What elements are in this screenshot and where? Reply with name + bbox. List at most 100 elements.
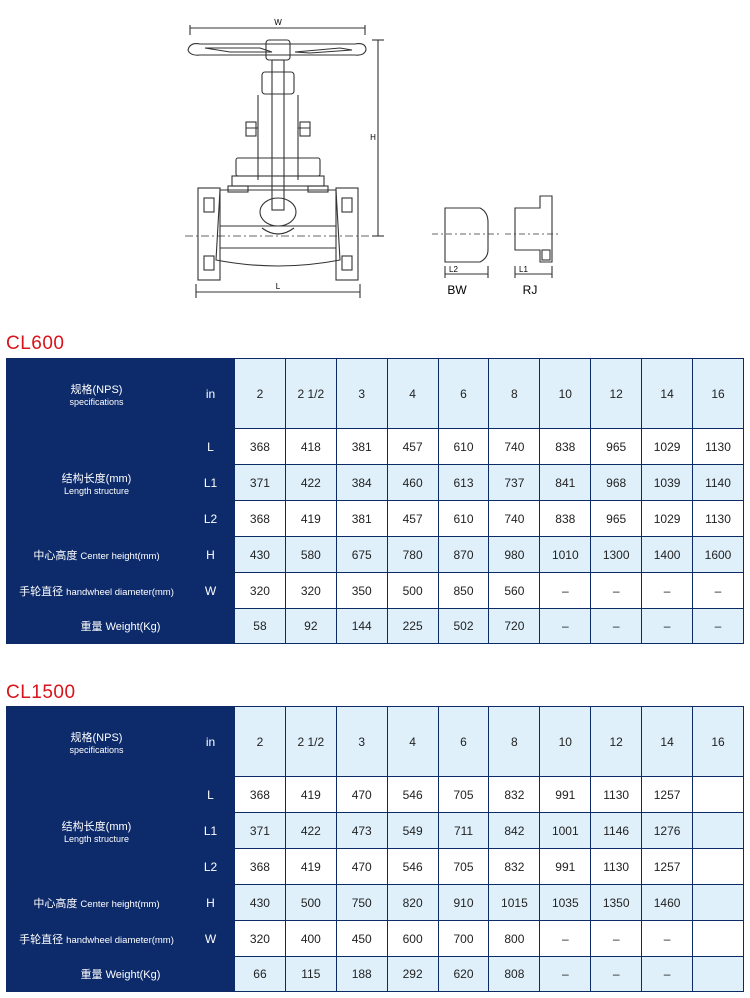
weight-header: 重量 Weight(Kg) <box>6 956 235 992</box>
value-cell: 808 <box>488 956 541 992</box>
size-cell: 4 <box>386 358 439 429</box>
value-cell: 320 <box>234 920 286 957</box>
unit-cell: L <box>186 428 235 465</box>
weight-header: 重量 Weight(Kg) <box>6 608 235 644</box>
value-cell: 750 <box>335 884 388 921</box>
valve-drawing: W H L L2 L1 BW RJ <box>0 0 750 320</box>
value-cell: 371 <box>234 812 286 849</box>
unit-cell: H <box>186 536 235 573</box>
size-cell: 3 <box>335 706 388 777</box>
value-cell: 842 <box>488 812 541 849</box>
value-cell: 841 <box>539 464 592 501</box>
height-header: 中心高度 Center height(mm) <box>6 536 187 573</box>
value-cell: 473 <box>335 812 388 849</box>
dim-l2-label: L2 <box>449 265 458 274</box>
wheel-header: 手轮直径 handwheel diameter(mm) <box>6 572 187 609</box>
value-cell: 1001 <box>539 812 592 849</box>
size-cell: 10 <box>539 706 592 777</box>
value-cell: 610 <box>437 500 490 537</box>
value-cell: 965 <box>590 500 643 537</box>
value-cell: 225 <box>386 608 439 644</box>
size-cell: 2 <box>234 358 286 429</box>
cl600-title: CL600 <box>6 333 65 354</box>
height-header-cn: 中心高度 <box>33 549 78 562</box>
value-cell: 384 <box>335 464 388 501</box>
value-cell: 502 <box>437 608 490 644</box>
value-cell: 500 <box>386 572 439 609</box>
height-header-en: Center height(mm) <box>80 550 160 562</box>
length-header: 结构长度(mm) Length structure <box>6 776 187 885</box>
value-cell: 1257 <box>641 848 694 885</box>
size-cell: 6 <box>437 358 490 429</box>
value-cell: 1140 <box>692 464 744 501</box>
length-header-en: Length structure <box>63 485 130 496</box>
value-cell: 620 <box>437 956 490 992</box>
value-cell: – <box>590 956 643 992</box>
length-header-cn: 结构长度(mm) <box>61 472 132 485</box>
unit-cell: L2 <box>186 500 235 537</box>
value-cell: 546 <box>386 776 439 813</box>
value-cell: 92 <box>284 608 337 644</box>
height-header-en: Center height(mm) <box>80 898 160 910</box>
value-cell: 381 <box>335 500 388 537</box>
spec-header-cn: 规格(NPS) <box>70 383 123 396</box>
value-cell: 1300 <box>590 536 643 573</box>
value-cell: 470 <box>335 776 388 813</box>
value-cell: 560 <box>488 572 541 609</box>
value-cell: 320 <box>284 572 337 609</box>
value-cell: 368 <box>234 428 286 465</box>
value-cell: 368 <box>234 500 286 537</box>
value-cell: 430 <box>234 536 286 573</box>
unit-cell: W <box>186 572 235 609</box>
size-cell: 16 <box>692 706 744 777</box>
size-cell: 14 <box>641 358 694 429</box>
value-cell: 705 <box>437 776 490 813</box>
value-cell: – <box>641 572 694 609</box>
value-cell: – <box>641 956 694 992</box>
value-cell: – <box>641 920 694 957</box>
value-cell: 870 <box>437 536 490 573</box>
size-cell: 10 <box>539 358 592 429</box>
value-cell: 1130 <box>692 500 744 537</box>
value-cell: 1029 <box>641 428 694 465</box>
bw-end-label: BW <box>447 283 467 297</box>
weight-header-cn: 重量 <box>80 621 103 633</box>
value-cell: 980 <box>488 536 541 573</box>
unit-cell: L1 <box>186 812 235 849</box>
value-cell: 1029 <box>641 500 694 537</box>
size-cell: 14 <box>641 706 694 777</box>
value-cell: 1146 <box>590 812 643 849</box>
value-cell: 965 <box>590 428 643 465</box>
value-cell <box>692 776 744 813</box>
value-cell: – <box>539 608 592 644</box>
value-cell: 832 <box>488 848 541 885</box>
value-cell: 115 <box>284 956 337 992</box>
value-cell: 368 <box>234 848 286 885</box>
rj-end-label: RJ <box>523 283 538 297</box>
unit-cell: L <box>186 776 235 813</box>
value-cell <box>692 956 744 992</box>
value-cell: 675 <box>335 536 388 573</box>
value-cell: 460 <box>386 464 439 501</box>
dim-l1-label: L1 <box>519 265 528 274</box>
size-cell: 12 <box>590 706 643 777</box>
value-cell: 1130 <box>590 848 643 885</box>
wheel-header-cn: 手轮直径 <box>19 585 64 598</box>
value-cell: 400 <box>284 920 337 957</box>
value-cell: 600 <box>386 920 439 957</box>
size-cell: 2 <box>234 706 286 777</box>
value-cell <box>692 884 744 921</box>
value-cell: – <box>539 956 592 992</box>
size-cell: 8 <box>488 358 541 429</box>
value-cell: 1350 <box>590 884 643 921</box>
gate-valve-diagram: W H L L2 L1 BW RJ <box>185 18 558 298</box>
value-cell: – <box>641 608 694 644</box>
wheel-header-en: handwheel diameter(mm) <box>66 934 174 946</box>
unit-cell: in <box>186 706 235 777</box>
